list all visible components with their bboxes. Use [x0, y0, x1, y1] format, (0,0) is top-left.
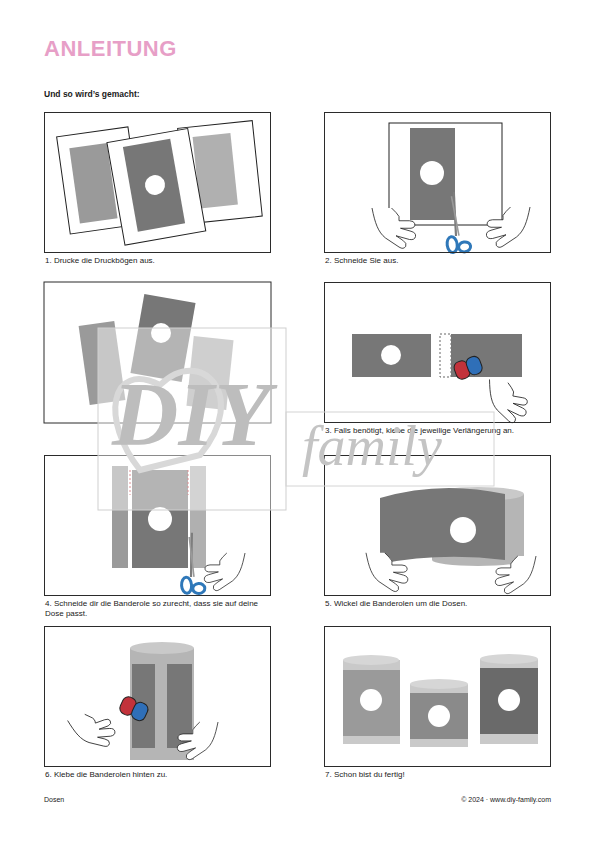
trim-band-part [188, 470, 189, 495]
step-panel: 5. Wickel die Banderolen um die Dosen. [324, 455, 551, 596]
watermark-text: DIY [112, 368, 270, 460]
step-caption-box: 1. Drucke die Druckbögen aus. [45, 256, 270, 266]
trim-band-part [178, 532, 205, 594]
step-panel: 7. Schon bist du fertig! [324, 626, 551, 767]
close-band-part [130, 642, 194, 654]
page-title: ANLEITUNG [44, 36, 177, 62]
trim-band-part [204, 553, 245, 591]
watermark-panel-part [98, 328, 286, 510]
trim-band [112, 466, 245, 595]
print-sheets [57, 121, 263, 246]
glue-extension-part [381, 345, 401, 365]
glue-extension-part [322, 355, 352, 356]
wrap-band-part [450, 517, 476, 543]
finished-cans-part [480, 659, 538, 744]
wrap-band-part [380, 488, 505, 564]
footer-text: Dosen [44, 796, 64, 803]
cut-out-part [440, 191, 471, 255]
step-caption: 7. Schon bist du fertig! [325, 770, 550, 780]
glue-extension-part [352, 334, 431, 377]
finished-cans-part [410, 679, 468, 689]
print-sheets-part-part [107, 128, 206, 245]
intro-text: Und so wird’s gemacht: [44, 90, 140, 99]
cut-out-part [410, 128, 455, 220]
step-caption: 6. Klebe die Banderolen hinten zu. [45, 770, 270, 780]
watermark-text: family [302, 418, 442, 474]
step-caption-box: 4. Schneide dir die Banderole so zurecht… [45, 599, 270, 618]
cut-pieces-part [151, 323, 171, 343]
step-panel: 2. Schneide Sie aus. [324, 112, 551, 253]
finished-cans-part [410, 684, 468, 747]
finished-cans-part [480, 654, 538, 664]
trim-band-part [132, 470, 188, 568]
step-caption-box: 6. Klebe die Banderolen hinten zu. [45, 770, 270, 780]
close-band-part [177, 722, 218, 760]
finished-cans-part [343, 660, 400, 744]
trim-band-part [112, 466, 128, 568]
finished-cans-part [498, 689, 520, 711]
step-caption-box: 7. Schon bist du fertig! [325, 770, 550, 780]
glue-extension-part [440, 334, 451, 377]
cut-out-part [372, 208, 416, 248]
cut-out-part [389, 123, 502, 225]
wrap-band-part [495, 556, 536, 594]
glue-extension [322, 334, 531, 425]
finished-cans-part [428, 705, 450, 727]
print-sheets-part [107, 128, 206, 245]
step-caption-box: 5. Wickel die Banderolen um die Dosen. [325, 599, 550, 609]
cut-out-part [420, 161, 444, 185]
finished-cans-part [410, 693, 468, 739]
glue-extension-part [452, 355, 484, 381]
step-panel: 4. Schneide dir die Banderole so zurecht… [44, 455, 271, 596]
close-band-part [68, 707, 119, 756]
finished-cans-part [480, 668, 538, 734]
print-sheets-part-part [143, 173, 166, 196]
step-caption: 5. Wickel die Banderolen um die Dosen. [325, 599, 550, 609]
glue-extension-part [483, 379, 531, 424]
step-panel: 6. Klebe die Banderolen hinten zu. [44, 626, 271, 767]
finished-cans-part [360, 689, 382, 711]
step-caption: 1. Drucke die Druckbögen aus. [45, 256, 270, 266]
cut-out-part [486, 207, 530, 247]
step-caption: 4. Schneide dir die Banderole so zurecht… [45, 599, 270, 618]
cut-out [372, 123, 530, 254]
close-band [68, 642, 218, 760]
wrap-band-part [366, 553, 408, 592]
copyright-text: © 2024 · www.diy-family.com [461, 796, 551, 803]
step-caption-box: 2. Schneide Sie aus. [325, 256, 550, 266]
print-sheets-part-part [123, 139, 185, 232]
watermark-panel-part [286, 412, 494, 486]
finished-cans-part [343, 655, 399, 665]
wrap-band [366, 487, 536, 594]
step-caption: 2. Schneide Sie aus. [325, 256, 550, 266]
step-panel: 3. Falls benötigt, klebe die jeweilige V… [324, 282, 551, 423]
close-band-part [118, 695, 150, 723]
trim-band-part [130, 470, 131, 495]
finished-cans [343, 654, 538, 747]
finished-cans-part [343, 670, 400, 736]
trim-band-part [148, 507, 172, 531]
close-band-part [155, 664, 167, 748]
step-panel: 1. Drucke die Druckbögen aus. [44, 112, 271, 253]
